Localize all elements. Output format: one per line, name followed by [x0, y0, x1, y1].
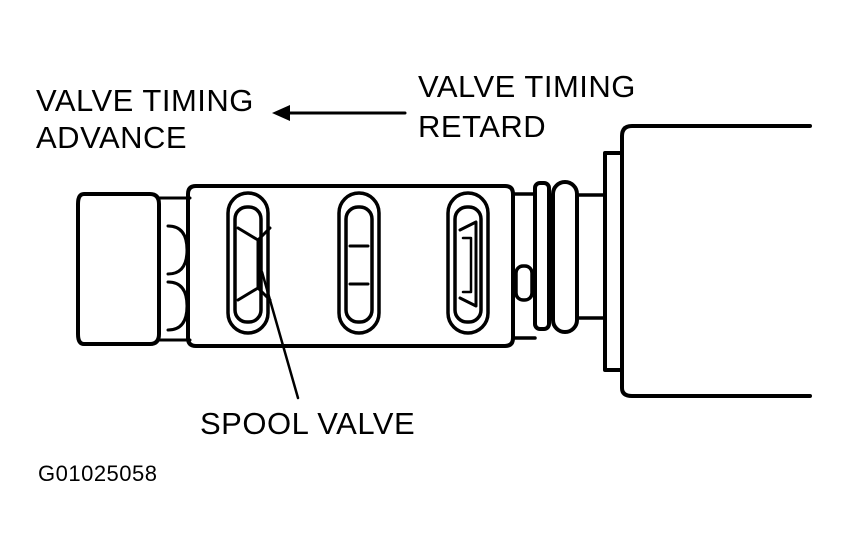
port-3 [446, 191, 490, 335]
retard-label-line2: RETARD [418, 109, 547, 144]
retard-label-line1: VALVE TIMING [418, 69, 636, 104]
direction-arrow [272, 105, 407, 121]
spool-cylinder [186, 184, 515, 348]
spool-valve-label: SPOOL VALVE [200, 406, 416, 441]
advance-label-line1: VALVE TIMING [36, 83, 254, 118]
figure-code: G01025058 [38, 461, 158, 486]
end-cap [76, 192, 192, 346]
port-1 [226, 191, 272, 335]
port-2 [337, 191, 381, 335]
spool-leader-line [260, 270, 300, 400]
advance-label-line2: ADVANCE [36, 120, 188, 155]
solenoid-body [603, 124, 812, 398]
o-ring-collars [533, 180, 607, 334]
neck-section [511, 192, 537, 340]
